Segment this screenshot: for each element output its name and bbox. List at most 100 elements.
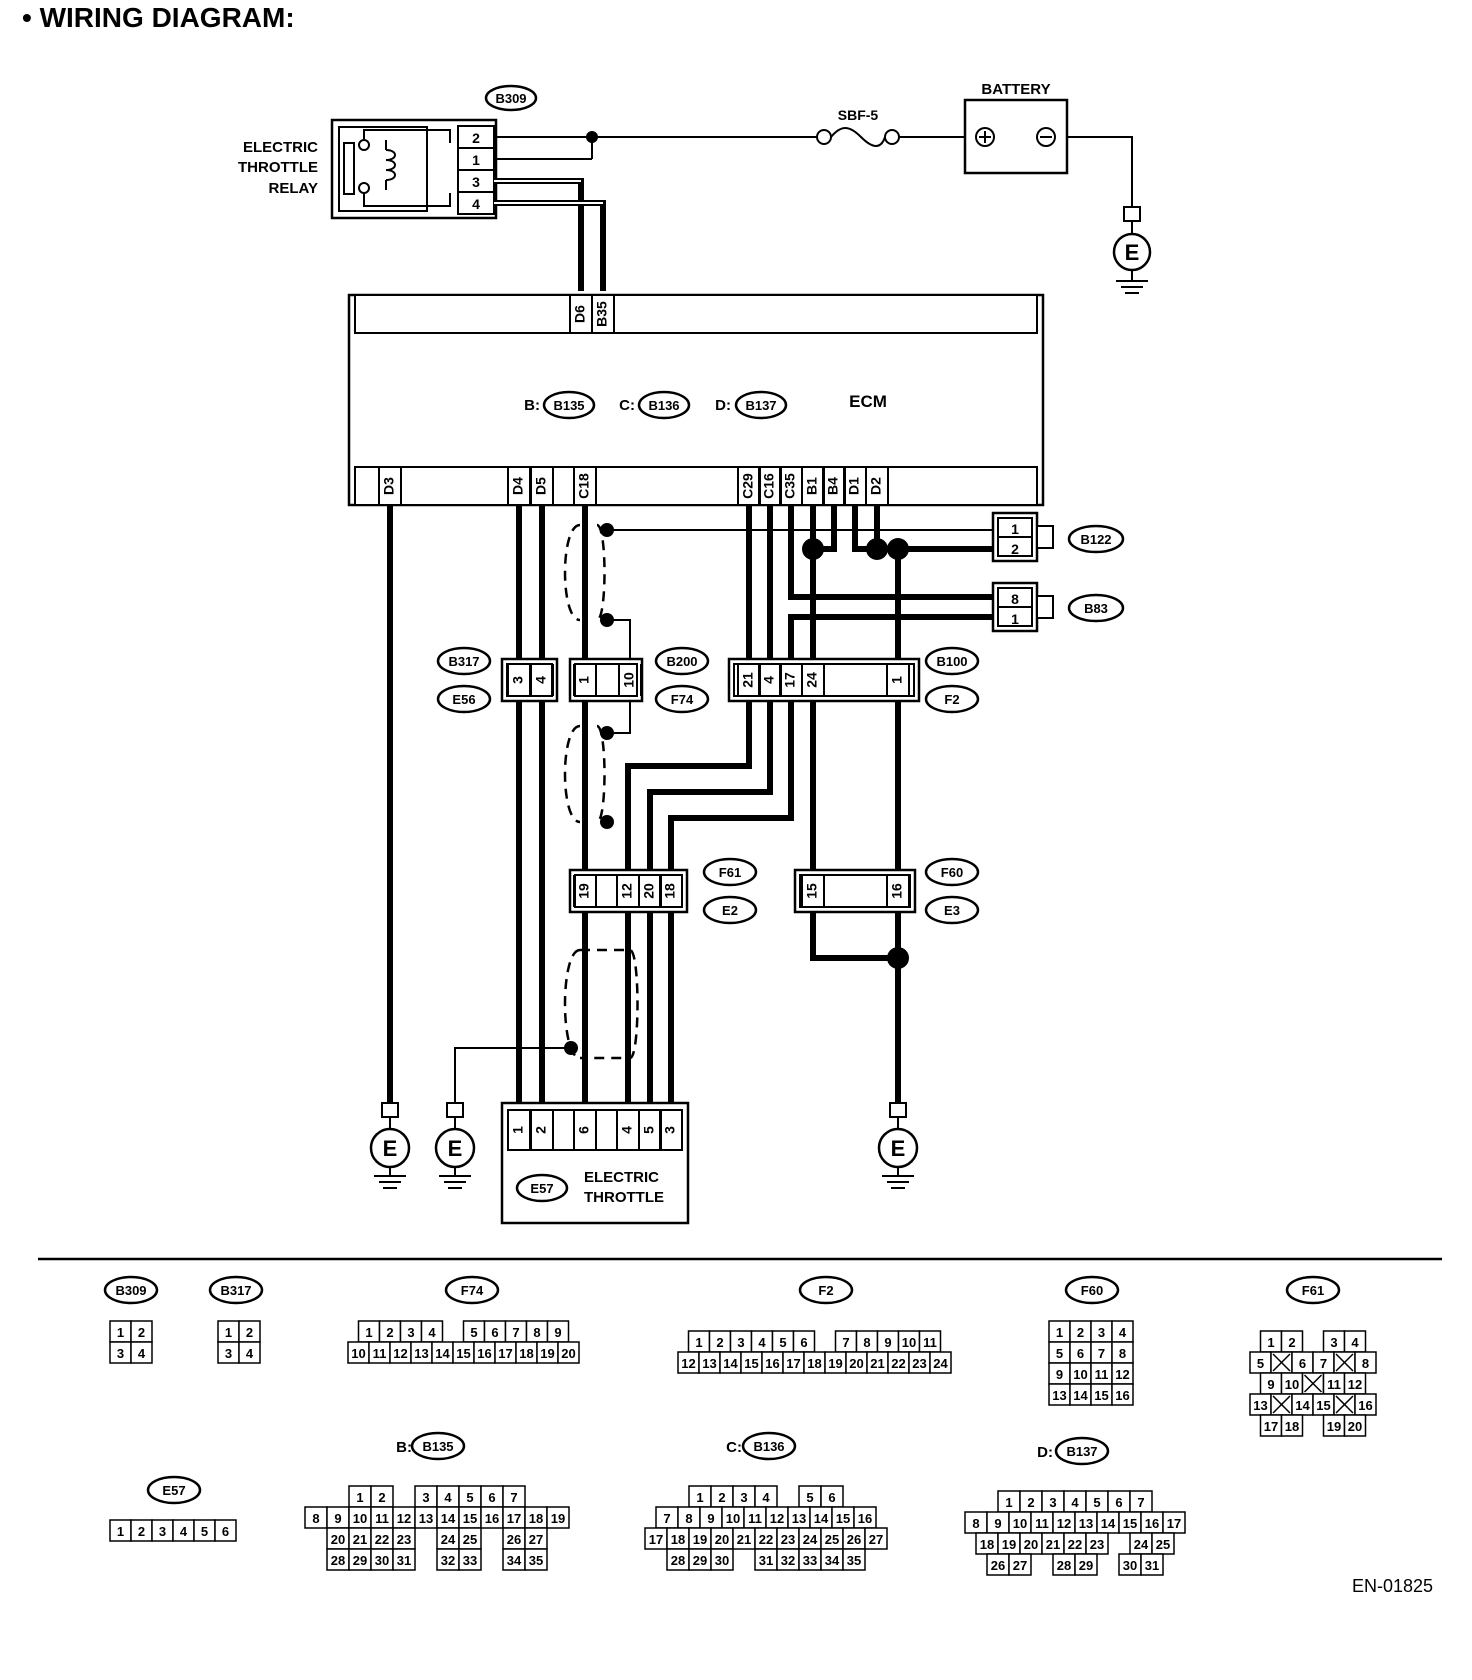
- terminal-number: 1: [117, 1325, 124, 1340]
- terminal-number: 31: [1145, 1558, 1159, 1573]
- terminal-number: 9: [884, 1335, 891, 1350]
- terminal-number: 21: [1046, 1537, 1060, 1552]
- connector-pin: 10: [621, 672, 637, 688]
- connector-b122: 1 2 B122: [991, 511, 1125, 563]
- terminal-cell: [1343, 1414, 1367, 1437]
- terminal-number: 5: [1093, 1495, 1100, 1510]
- terminal-number: 34: [825, 1553, 840, 1568]
- terminal-number: 19: [828, 1356, 842, 1371]
- connector-pin: 3: [510, 676, 526, 684]
- terminal-number: 5: [1056, 1346, 1063, 1361]
- fuse-terminal: [816, 129, 832, 145]
- connector-pin: 19: [576, 883, 592, 899]
- terminal-number: 27: [1013, 1558, 1027, 1573]
- terminal-number: 5: [201, 1524, 208, 1539]
- terminal-number: 6: [488, 1490, 495, 1505]
- terminal-number: 4: [180, 1524, 188, 1539]
- connector-pin: 18: [662, 883, 678, 899]
- terminal-number: 28: [1057, 1558, 1071, 1573]
- terminal-number: 17: [507, 1511, 521, 1526]
- terminal-number: 16: [477, 1346, 491, 1361]
- terminal-number: 1: [1005, 1495, 1012, 1510]
- terminal-number: 9: [334, 1511, 341, 1526]
- terminal-number: 3: [422, 1490, 429, 1505]
- terminal-cell: [1008, 1553, 1032, 1576]
- terminal-number: 1: [356, 1490, 363, 1505]
- terminal-number: 11: [923, 1335, 937, 1350]
- connector-pin: 2: [1011, 541, 1019, 557]
- connector-code: E2: [722, 903, 738, 918]
- terminal-number: 13: [1052, 1388, 1066, 1403]
- terminal-number: 5: [806, 1490, 813, 1505]
- terminal-number: 2: [716, 1335, 723, 1350]
- terminal-number: 6: [828, 1490, 835, 1505]
- ecm-pin-label: D3: [381, 477, 397, 495]
- relay-pin: 4: [472, 196, 480, 212]
- terminal-number: 15: [1094, 1388, 1108, 1403]
- connector-code: B309: [115, 1283, 146, 1298]
- connector-code: E56: [452, 692, 475, 707]
- fuse-label: SBF-5: [838, 107, 879, 123]
- terminal-number: 11: [748, 1511, 762, 1526]
- terminal-number: 7: [1320, 1356, 1327, 1371]
- terminal-number: 5: [779, 1335, 786, 1350]
- terminal-number: 30: [715, 1553, 729, 1568]
- terminal-number: 15: [1123, 1516, 1137, 1531]
- ground-symbol: E: [434, 1102, 476, 1189]
- terminal-number: 2: [718, 1490, 725, 1505]
- terminal-cell: [392, 1548, 416, 1571]
- terminal-number: 14: [1073, 1388, 1088, 1403]
- connector-pin: 15: [804, 883, 820, 899]
- terminal-number: 9: [1267, 1377, 1274, 1392]
- terminal-number: 2: [246, 1325, 253, 1340]
- ground-symbol: E: [369, 1102, 411, 1189]
- ecm-pin-label: D1: [846, 477, 862, 495]
- terminal-number: 17: [1264, 1419, 1278, 1434]
- terminal-cell: [238, 1341, 261, 1364]
- connector-code: E57: [530, 1181, 553, 1196]
- terminal-number: 19: [693, 1532, 707, 1547]
- terminal-number: 10: [726, 1511, 740, 1526]
- terminal-number: 7: [1098, 1346, 1105, 1361]
- terminal-number: 1: [365, 1325, 372, 1340]
- terminal-number: 14: [723, 1356, 738, 1371]
- ecm-pin-label: C29: [740, 473, 756, 499]
- connector-code: B137: [1066, 1444, 1097, 1459]
- connector-code: E57: [162, 1483, 185, 1498]
- terminal-number: 3: [225, 1346, 232, 1361]
- terminal-number: 10: [353, 1511, 367, 1526]
- connector-pin: 1: [889, 676, 905, 684]
- throttle-pin: 1: [510, 1126, 526, 1134]
- terminal-number: 30: [1123, 1558, 1137, 1573]
- connector-code: B200: [666, 654, 697, 669]
- ground-label: E: [448, 1136, 463, 1161]
- throttle-pin: 5: [641, 1126, 657, 1134]
- terminal-number: 16: [765, 1356, 779, 1371]
- terminal-number: 23: [1090, 1537, 1104, 1552]
- terminal-number: 21: [353, 1532, 367, 1547]
- terminal-number: 11: [373, 1346, 387, 1361]
- terminal-number: 7: [1137, 1495, 1144, 1510]
- connector-code: F74: [671, 692, 694, 707]
- terminal-number: 13: [1079, 1516, 1093, 1531]
- terminal-number: 14: [435, 1346, 450, 1361]
- terminal-number: 13: [1253, 1398, 1267, 1413]
- terminal-number: 4: [428, 1325, 436, 1340]
- terminal-number: 7: [510, 1490, 517, 1505]
- terminal-number: 7: [842, 1335, 849, 1350]
- relay-pin: 3: [472, 174, 480, 190]
- terminal-number: 4: [1071, 1495, 1079, 1510]
- terminal-number: 1: [1267, 1335, 1274, 1350]
- terminal-number: 10: [1073, 1367, 1087, 1382]
- relay-label-line1: ELECTRIC: [243, 139, 318, 156]
- terminal-number: 20: [1348, 1419, 1362, 1434]
- ecm-label: ECM: [849, 392, 887, 411]
